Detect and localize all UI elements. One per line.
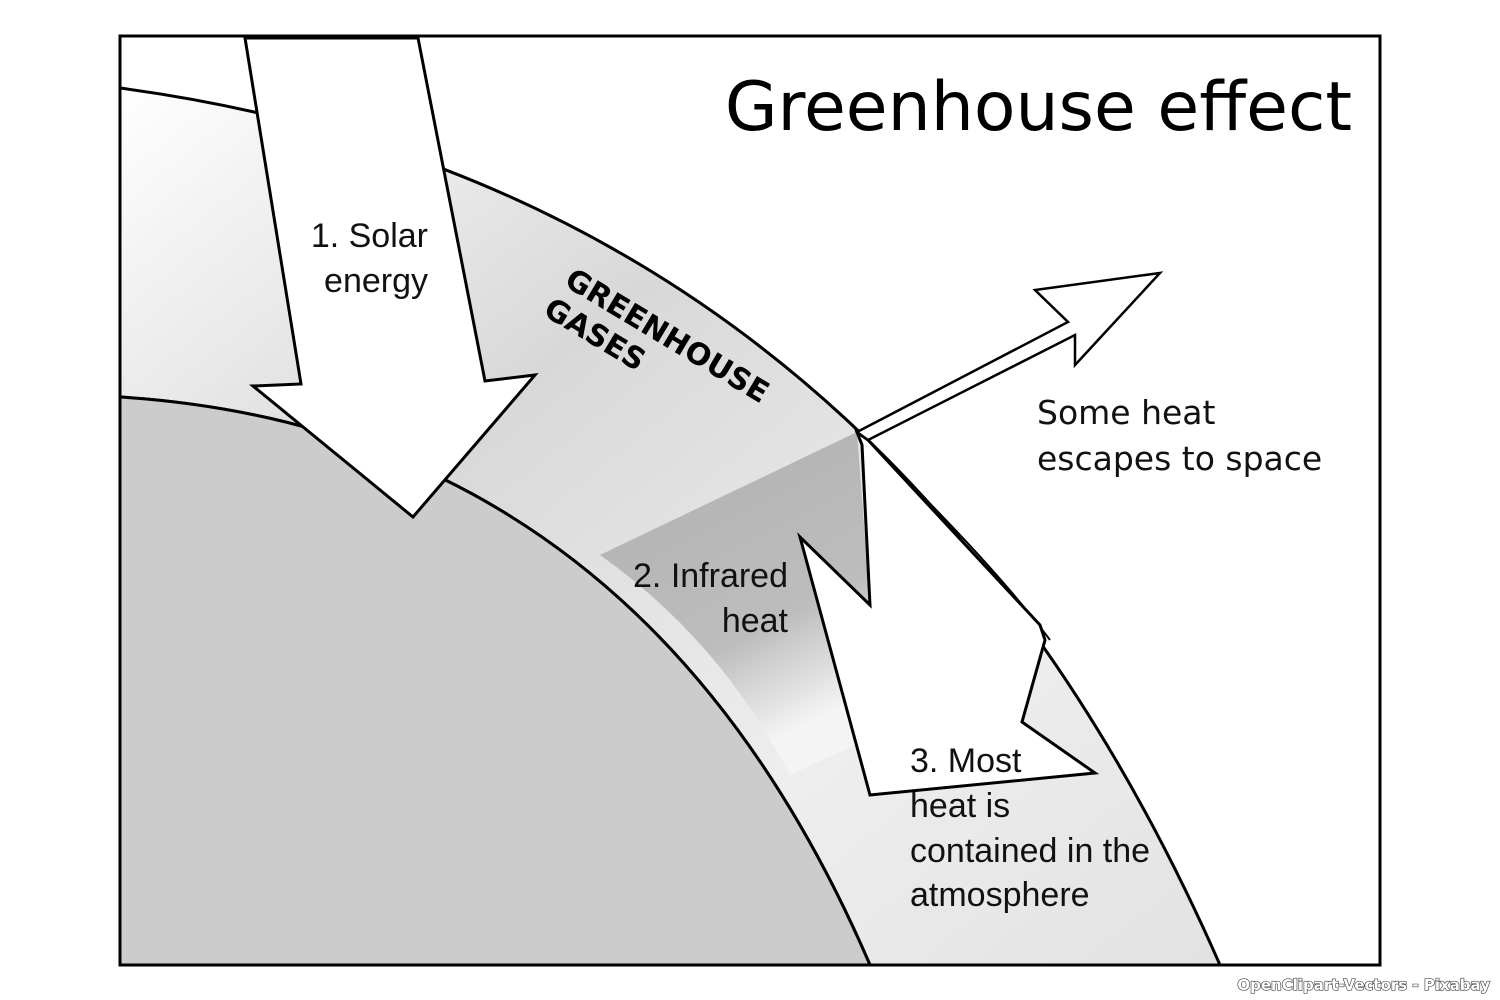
escape-label: Some heat escapes to space <box>1037 393 1322 478</box>
contained-label-line-2: heat is <box>910 787 1010 825</box>
diagram-title: Greenhouse effect <box>725 68 1352 147</box>
contained-label-line-3: contained in the <box>910 832 1150 870</box>
solar-label-line-1: 1. Solar <box>311 217 428 255</box>
infrared-heat-label: 2. Infrared heat <box>633 557 789 640</box>
infrared-shading <box>600 432 870 775</box>
infrared-heat-arrow <box>797 427 1100 797</box>
watermark: OpenClipart-Vectors - Pixabay <box>1237 976 1490 994</box>
contained-heat-label: 3. Most heat is contained in the atmosph… <box>910 742 1150 914</box>
contained-label-line-4: atmosphere <box>910 876 1090 914</box>
contained-label-line-1: 3. Most <box>910 742 1022 780</box>
solar-label-line-2: energy <box>324 262 428 300</box>
escape-label-line-2: escapes to space <box>1037 439 1322 478</box>
solar-energy-label: 1. Solar energy <box>311 217 428 300</box>
frame <box>118 34 1382 967</box>
escaping-heat-arrow <box>854 271 1164 442</box>
infrared-label-line-2: heat <box>722 602 789 640</box>
solar-energy-arrow <box>243 36 539 520</box>
infrared-label-line-1: 2. Infrared <box>633 557 788 595</box>
earth <box>120 395 872 965</box>
escape-label-line-1: Some heat <box>1037 393 1216 432</box>
